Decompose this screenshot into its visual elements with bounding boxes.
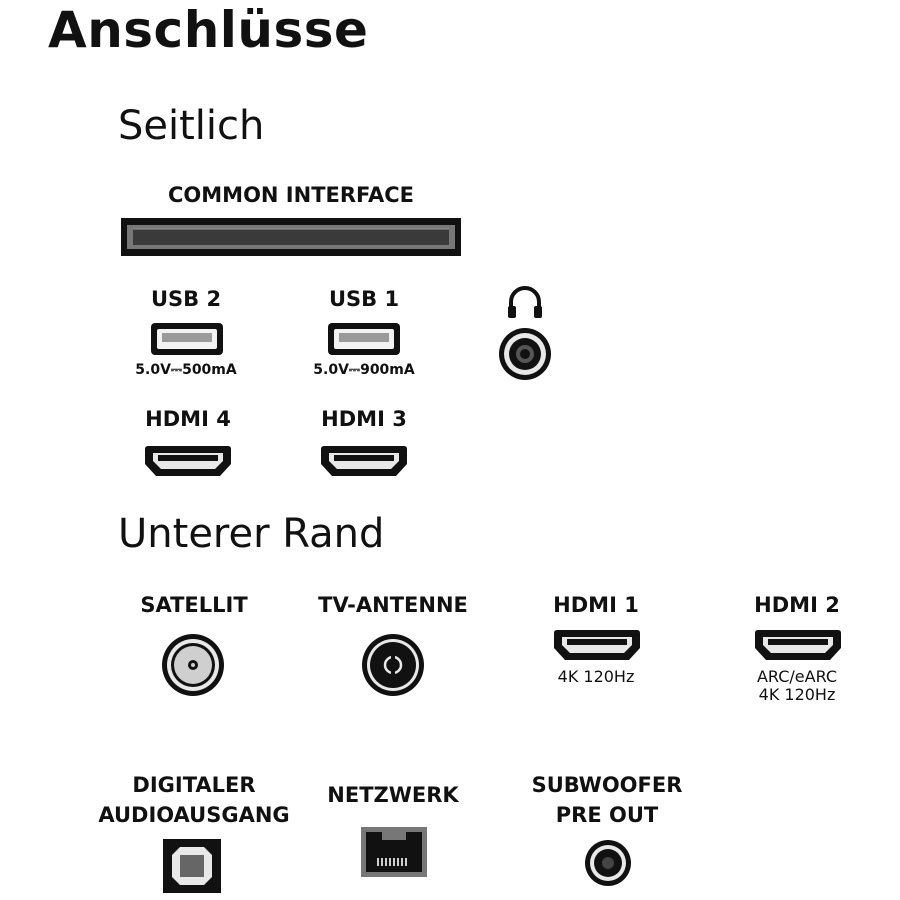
section-heading-bottom: Unterer Rand (118, 511, 385, 557)
audio-jack-icon (499, 328, 551, 380)
ci-slot-icon (121, 218, 461, 256)
hdmi2-spec-line1: ARC/eARC (756, 667, 838, 686)
ethernet-port-icon (361, 827, 427, 877)
hdmi-port-icon (554, 630, 640, 660)
usb-port-icon (328, 323, 400, 355)
subwoofer-label-line1: SUBWOOFER (531, 773, 683, 797)
hdmi2-label: HDMI 2 (754, 593, 840, 617)
satellite-label: SATELLIT (140, 593, 248, 617)
usb1-label: USB 1 (328, 287, 400, 311)
hdmi2-spec-line2: 4K 120Hz (758, 685, 836, 704)
common-interface-label: COMMON INTERFACE (168, 183, 414, 207)
usb1-spec: 5.0V⎓900mA (313, 362, 415, 378)
section-heading-side: Seitlich (118, 103, 265, 149)
headphone-icon (508, 286, 542, 318)
hdmi3-label: HDMI 3 (321, 407, 407, 431)
hdmi1-label: HDMI 1 (553, 593, 639, 617)
page-title: Anschlüsse (48, 1, 369, 59)
optical-label-line1: DIGITALER (132, 773, 256, 797)
audio-jack-icon (585, 840, 631, 886)
antenna-label: TV-ANTENNE (318, 593, 468, 617)
usb2-spec: 5.0V⎓500mA (135, 362, 237, 378)
hdmi-port-icon (321, 446, 407, 476)
hdmi4-label: HDMI 4 (145, 407, 231, 431)
satellite-connector-icon (162, 634, 224, 696)
hdmi-port-icon (755, 630, 841, 660)
subwoofer-label-line2: PRE OUT (555, 803, 659, 827)
optical-port-icon (163, 839, 221, 893)
hdmi1-spec: 4K 120Hz (557, 667, 635, 686)
usb2-label: USB 2 (150, 287, 222, 311)
hdmi-port-icon (145, 446, 231, 476)
antenna-connector-icon (362, 634, 424, 696)
optical-label-line2: AUDIOAUSGANG (98, 803, 290, 827)
usb-port-icon (151, 323, 223, 355)
network-label: NETZWERK (327, 783, 459, 807)
